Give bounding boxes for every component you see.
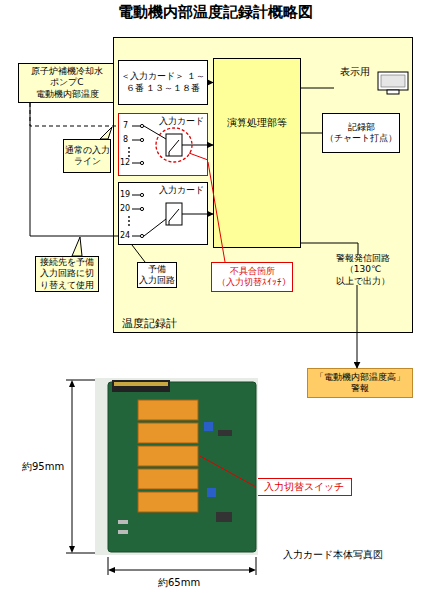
node-text: 表示用 xyxy=(340,66,370,79)
recorder-unit-box: 記録部 （チャート打点） xyxy=(322,113,400,153)
pin-number: 12 xyxy=(120,158,130,167)
pin-number: 7 xyxy=(123,121,128,130)
pin-number: 19 xyxy=(120,190,130,199)
node-text: 接続先を予備 入力回路に切 り替えて使用 xyxy=(37,257,97,291)
dimension-tick xyxy=(66,380,95,381)
dimension-arrow xyxy=(69,380,75,387)
processor-box: 演算処理部等 xyxy=(213,58,301,248)
pin-number: 20 xyxy=(120,204,130,213)
callout-box: 通常の入力 ライン xyxy=(63,139,111,173)
node-text: 不具合箇所 （入力切替ｽｲｯﾁ） xyxy=(213,266,291,289)
dimension-arrow xyxy=(249,567,256,573)
alarm-box: 「電動機内部温度高」 警報 xyxy=(307,368,413,398)
switch-leader xyxy=(200,456,256,487)
node-text: 「電動機内部温度高」 警報 xyxy=(309,372,411,395)
board-photo xyxy=(95,378,258,555)
connector-line xyxy=(30,103,118,126)
node-text: 警報発信回路 （130℃以上で出力） xyxy=(319,253,407,287)
resistor-part xyxy=(118,530,128,534)
resistor-part xyxy=(118,520,128,524)
node-text: 入力カード xyxy=(159,116,204,127)
node-text: 入力カード xyxy=(159,185,204,196)
callout-box: 予備 入力回路 xyxy=(137,262,177,288)
recorder-box: 温度記録計＜入力カード＞ １～６番 １３～１８番入力カード入力カード演算処理部等… xyxy=(113,37,413,333)
relay-part xyxy=(138,446,198,466)
node-text: 温度記録計 xyxy=(122,317,177,331)
relay-part xyxy=(138,492,198,512)
edge-connector xyxy=(112,380,170,392)
display-unit: 表示用 xyxy=(334,66,412,96)
node-text: 記録部 （チャート打点） xyxy=(324,122,398,145)
callout-box: 接続先を予備 入力回路に切 り替えて使用 xyxy=(35,256,99,292)
alarm-circuit: 警報発信回路 （130℃以上で出力） xyxy=(318,255,408,285)
node-text: 演算処理部等 xyxy=(214,117,300,130)
trimmer-part xyxy=(204,422,213,431)
dimension-arrow xyxy=(108,567,115,573)
source-box: 原子炉補機冷却水 ポンプC 電動機内部温度 xyxy=(18,63,116,103)
dimension-line xyxy=(112,570,252,571)
spare-card-box: 入力カード xyxy=(118,182,208,245)
dimension-tick xyxy=(66,553,95,554)
dimension-tick xyxy=(256,557,257,575)
dimension-text: 約95mm xyxy=(22,460,64,474)
relay-part xyxy=(138,469,198,489)
dimension-tick xyxy=(108,557,109,575)
node-text: 通常の入力 ライン xyxy=(65,145,110,168)
diagram-title: 電動機内部温度記録計概略図 xyxy=(0,3,430,22)
photo-background xyxy=(95,378,258,555)
pin-number: 24 xyxy=(120,231,130,240)
node-text: 予備 入力回路 xyxy=(139,264,175,287)
connector-line xyxy=(30,103,118,236)
trimmer-part xyxy=(207,488,216,497)
callout-tail xyxy=(72,237,82,256)
node-text: 入力切替スイッチ xyxy=(264,481,344,494)
node-text: 原子炉補機冷却水 ポンプC 電動機内部温度 xyxy=(20,66,114,100)
dimension-lines xyxy=(66,380,256,575)
photo-caption: 入力カード本体写真図 xyxy=(283,548,383,562)
dimension-line xyxy=(72,384,73,549)
input-card-box: ＜入力カード＞ １～６番 １３～１８番 xyxy=(118,60,208,105)
pin-number: 8 xyxy=(123,135,128,144)
dimension-text: 約65mm xyxy=(158,576,200,590)
ic-part xyxy=(218,430,232,436)
dimension-arrow xyxy=(69,546,75,553)
ic-part xyxy=(216,512,232,522)
relay-part xyxy=(138,423,198,443)
part-callout-box: 入力切替スイッチ xyxy=(256,478,352,496)
input-card-box: 入力カード xyxy=(118,113,208,176)
node-text: ＜入力カード＞ １～６番 １３～１８番 xyxy=(120,71,206,94)
circuit-board xyxy=(108,382,256,552)
callout-tail xyxy=(100,127,112,139)
connector-pins xyxy=(114,382,168,386)
fault-box: 不具合箇所 （入力切替ｽｲｯﾁ） xyxy=(211,262,293,292)
relay-part xyxy=(138,400,198,420)
